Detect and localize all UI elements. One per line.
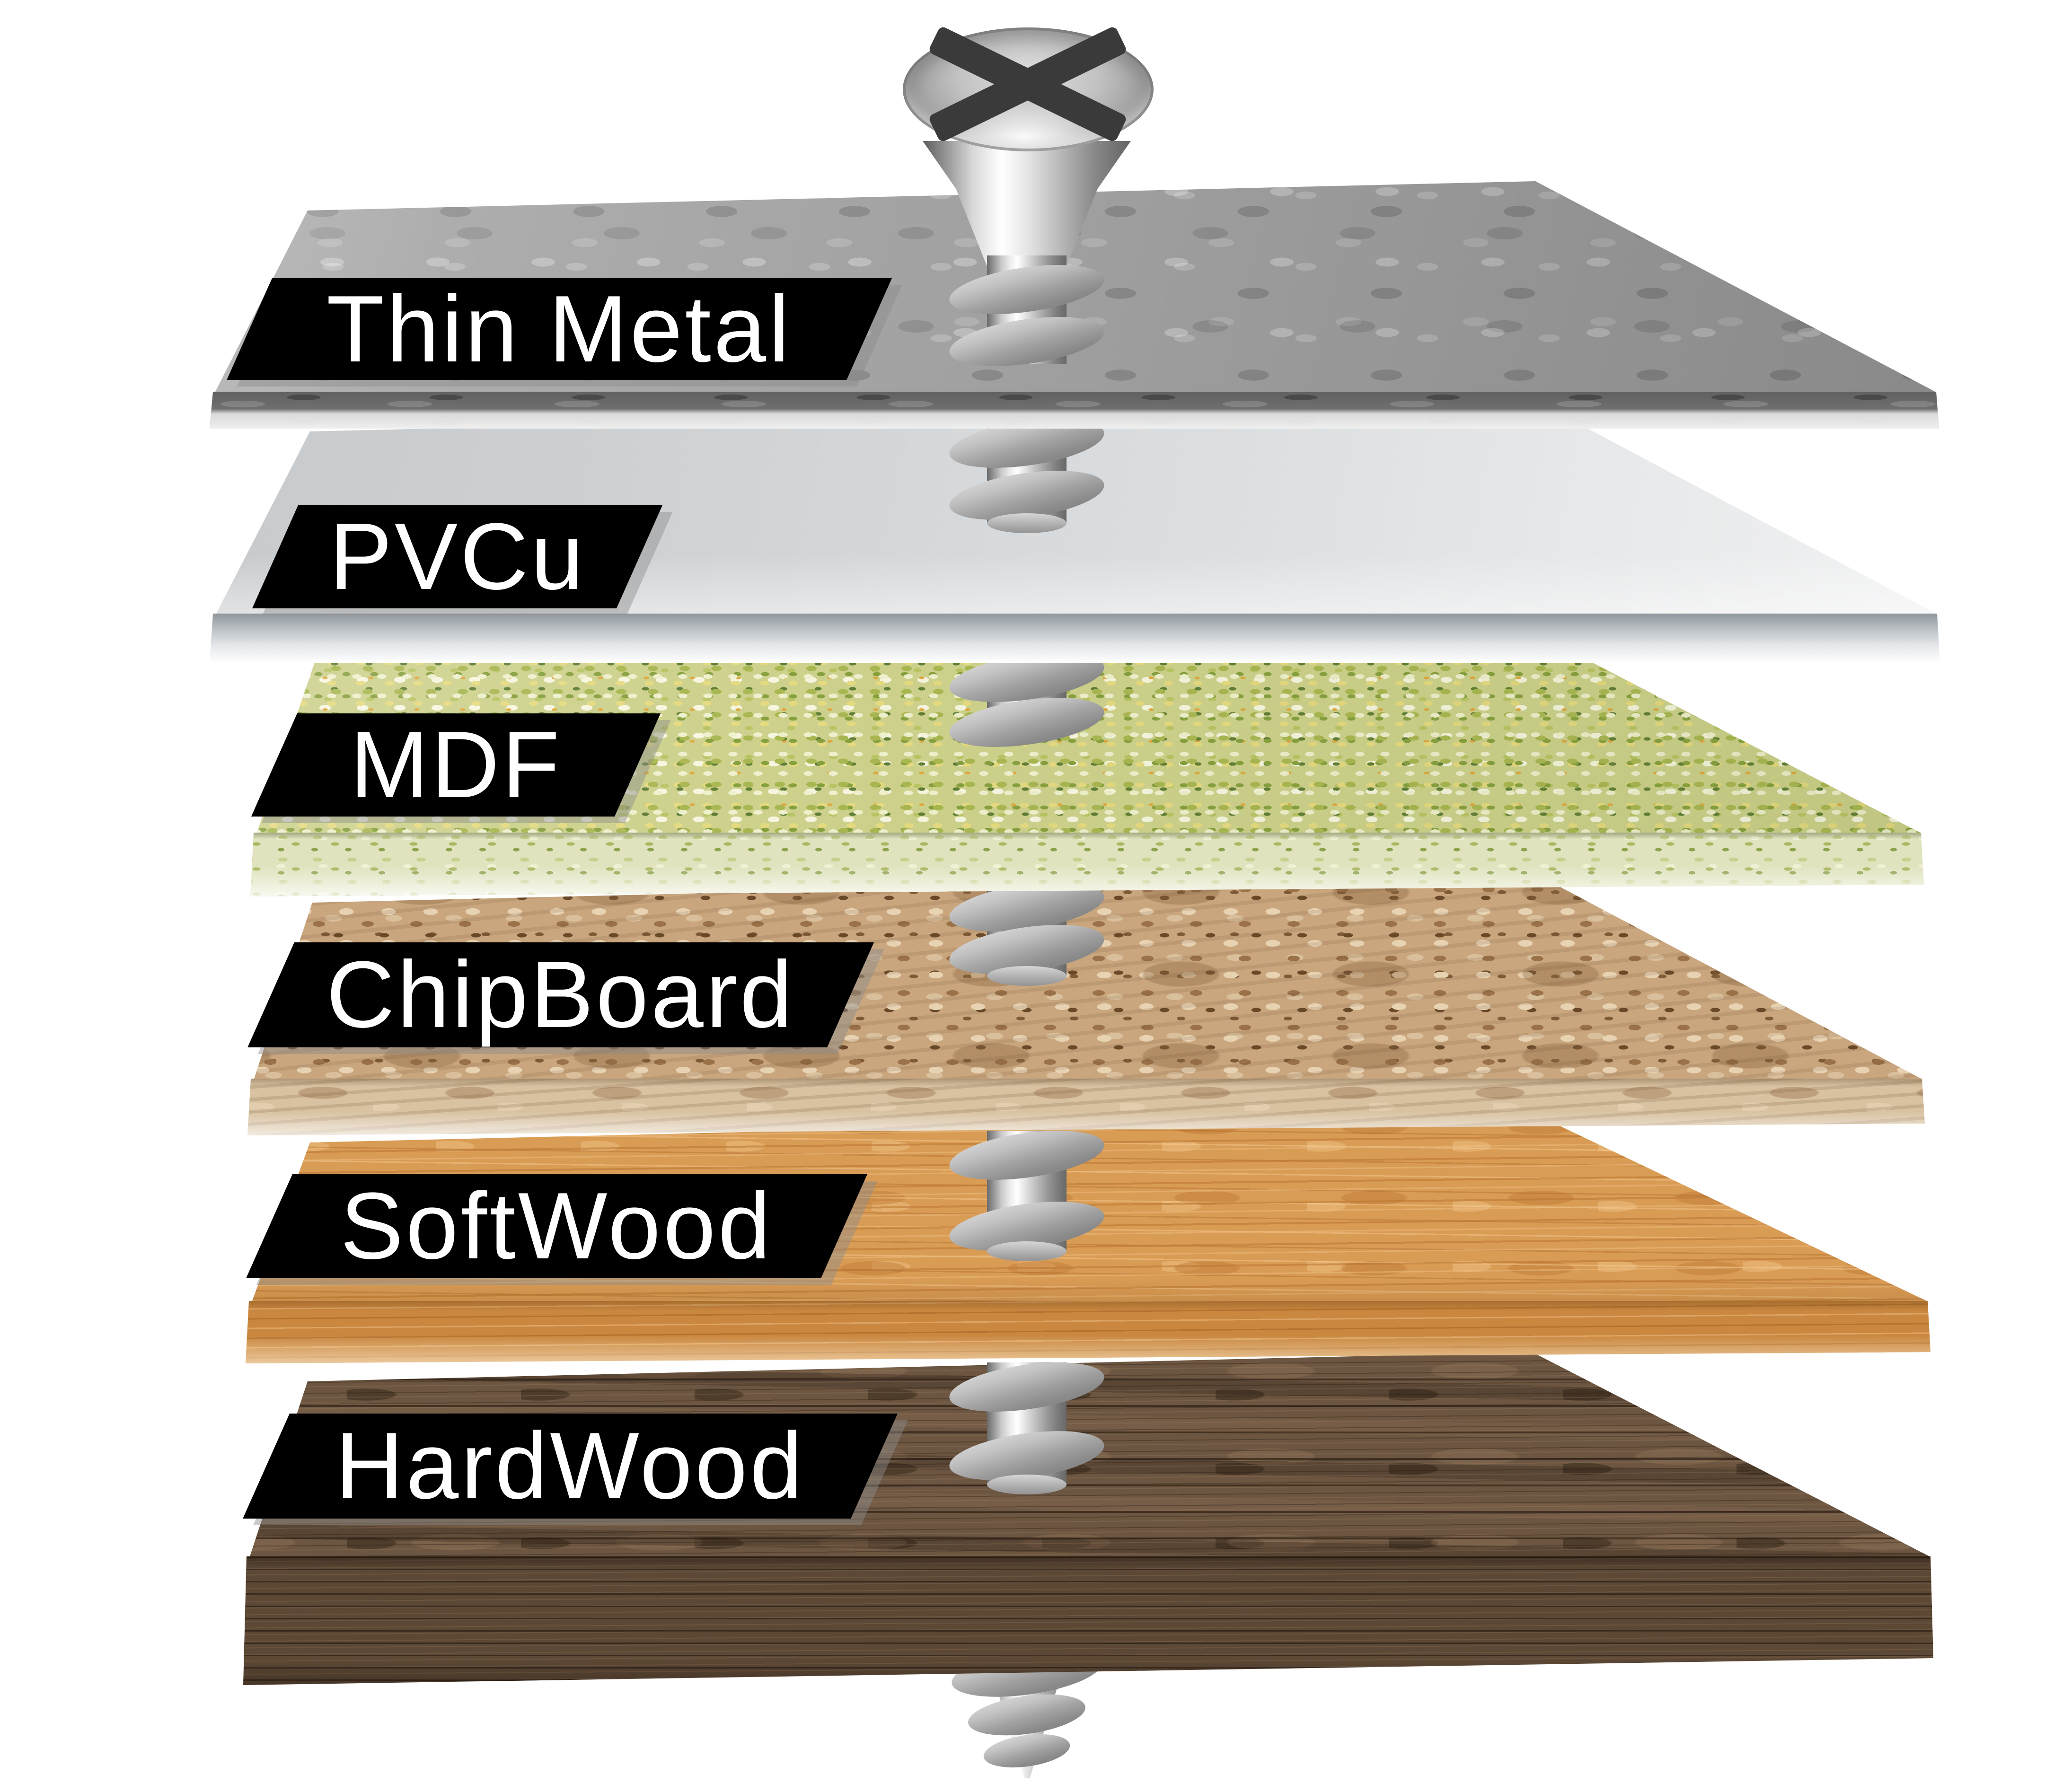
label-pvcu: PVCu (252, 504, 662, 609)
mdf-edge (250, 833, 1924, 896)
label-mdf-text: MDF (350, 712, 562, 817)
pvcu-edge (210, 614, 1940, 663)
softwood-edge (246, 1301, 1931, 1363)
label-pvcu-text: PVCu (329, 504, 586, 609)
label-chipboard: ChipBoard (247, 942, 874, 1047)
chipboard-edge (247, 1079, 1925, 1135)
thin-metal-edge (210, 392, 1939, 429)
screw-shaft-end (987, 1475, 1067, 1494)
label-thin-metal-text: Thin Metal (326, 276, 792, 382)
label-hardwood: HardWood (243, 1413, 898, 1519)
screw-shaft-end (987, 513, 1067, 533)
label-softwood: SoftWood (246, 1173, 867, 1279)
label-mdf: MDF (251, 712, 661, 817)
label-hardwood-text: HardWood (335, 1413, 805, 1519)
label-chipboard-text: ChipBoard (326, 942, 795, 1047)
label-softwood-text: SoftWood (340, 1173, 773, 1279)
screw-shaft-end (987, 966, 1067, 986)
label-thin-metal: Thin Metal (227, 276, 892, 382)
screw-shaft-end (987, 1241, 1067, 1261)
screw-thread-flange (981, 1729, 1072, 1773)
hardwood-edge (243, 1556, 1933, 1685)
